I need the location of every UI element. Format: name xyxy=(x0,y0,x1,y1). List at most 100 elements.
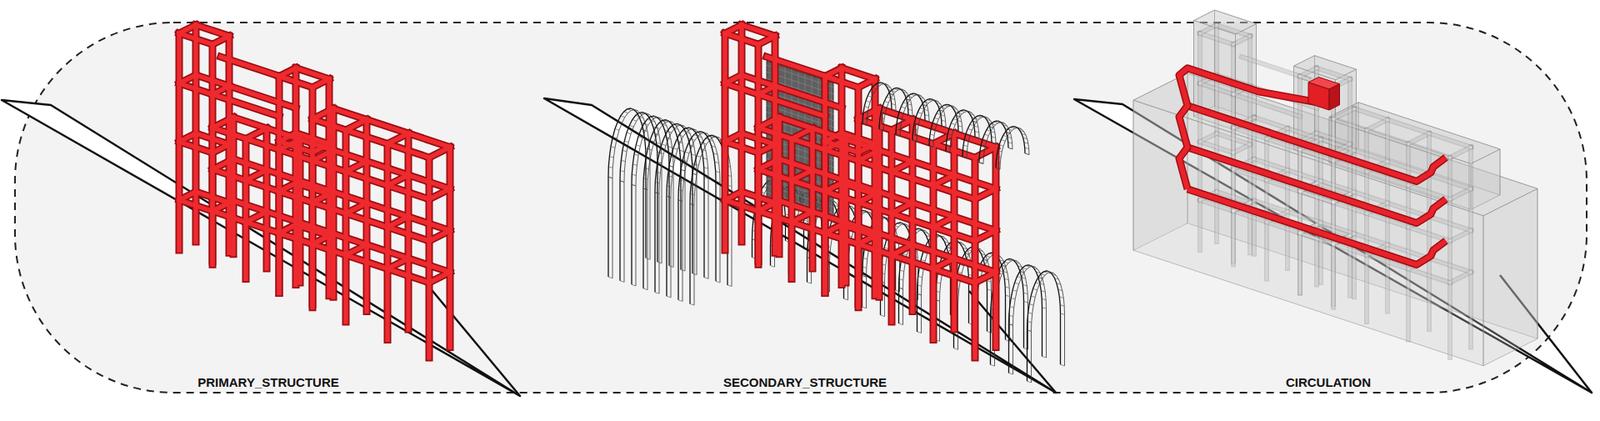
arch-mesh xyxy=(912,140,917,142)
arch-mesh xyxy=(920,107,925,110)
arch-mesh xyxy=(986,280,991,283)
member-fill xyxy=(179,25,450,358)
vertical-core xyxy=(1329,84,1340,110)
structure-member xyxy=(212,35,230,45)
structure-member xyxy=(975,189,996,200)
arch-mesh xyxy=(991,142,996,145)
arch-mesh xyxy=(844,298,849,300)
circulation-outline xyxy=(1187,105,1446,182)
arch-mesh xyxy=(882,105,887,108)
arch-mesh xyxy=(862,275,867,278)
structure-member xyxy=(245,211,267,223)
arch-mesh xyxy=(967,250,972,252)
member-outline xyxy=(1200,25,1471,358)
arch-mesh xyxy=(934,100,939,103)
arch-mesh xyxy=(910,94,915,96)
arch-mesh xyxy=(941,125,946,128)
structure-member xyxy=(245,211,267,223)
arch-mesh xyxy=(1021,277,1026,280)
arch-mesh xyxy=(870,91,875,94)
arch-mesh xyxy=(1025,147,1030,150)
structure-member xyxy=(312,191,334,203)
arch-mesh xyxy=(1058,289,1063,291)
structure-member xyxy=(725,191,742,200)
structure-member xyxy=(275,76,284,294)
arch-mesh xyxy=(652,133,657,135)
arch-mesh xyxy=(962,247,967,250)
arch-mesh xyxy=(1005,286,1010,289)
arch-mesh xyxy=(703,157,708,160)
structure-member xyxy=(429,189,450,200)
structure-member xyxy=(975,147,996,159)
structure-member xyxy=(725,141,759,153)
structure-member xyxy=(276,76,282,294)
arch-mesh xyxy=(963,145,968,147)
arch-mesh xyxy=(1003,135,1008,137)
arch-mesh xyxy=(626,132,631,135)
arch-mesh xyxy=(678,300,683,302)
arch-mesh xyxy=(1028,312,1033,315)
arch-mesh xyxy=(896,123,901,125)
arch-mesh xyxy=(884,247,889,250)
arch-mesh xyxy=(1027,380,1032,383)
structure-member xyxy=(1366,120,1388,131)
arch-mesh xyxy=(953,108,958,110)
structure-member xyxy=(179,75,196,84)
primary-structure-drawing xyxy=(179,25,450,358)
arch-mesh xyxy=(669,165,674,168)
arch-mesh xyxy=(920,229,925,231)
arch-mesh xyxy=(1060,305,1065,307)
structure-member xyxy=(1365,130,1369,322)
structure-member xyxy=(810,128,815,269)
arch-mesh xyxy=(986,119,991,121)
arch-rib xyxy=(666,127,705,296)
structure-member xyxy=(212,117,234,129)
structure-member xyxy=(212,169,430,241)
arch-mesh xyxy=(1003,125,1008,127)
arch-mesh xyxy=(890,98,895,100)
arch-mesh xyxy=(908,115,913,117)
structure-member xyxy=(1233,144,1250,153)
arch-mesh xyxy=(979,162,984,165)
arch-mesh xyxy=(635,115,640,118)
structure-member xyxy=(312,233,334,245)
structure-member xyxy=(993,147,999,348)
site-slope xyxy=(1,100,520,396)
arch-mesh xyxy=(891,90,896,93)
arch-mesh xyxy=(1027,330,1032,332)
arch-mesh xyxy=(655,127,660,130)
arch-mesh xyxy=(907,104,912,106)
arch-mesh xyxy=(894,88,899,90)
structure-member xyxy=(1241,56,1309,79)
arch-mesh xyxy=(865,100,870,103)
arch-mesh xyxy=(612,137,617,140)
structure-member xyxy=(1450,189,1471,200)
arch-mesh xyxy=(945,151,950,154)
arch-mesh xyxy=(1042,307,1047,310)
arch-mesh xyxy=(647,119,652,121)
structure-member xyxy=(1320,139,1323,283)
structure-member xyxy=(725,200,759,211)
structure-member xyxy=(429,147,450,159)
structure-member xyxy=(230,117,236,255)
circulation-drawing xyxy=(1133,10,1538,366)
structure-member xyxy=(429,230,450,242)
arch-rib xyxy=(643,120,681,289)
arch-mesh xyxy=(1010,297,1015,300)
arch-mesh xyxy=(975,130,980,133)
arch-mesh xyxy=(982,139,987,141)
arch-mesh xyxy=(666,185,671,188)
arch-mesh xyxy=(645,138,650,140)
structure-member xyxy=(179,25,196,34)
arch-mesh xyxy=(620,180,625,183)
arch-mesh xyxy=(958,125,963,128)
arch-mesh xyxy=(925,120,930,122)
arch-mesh xyxy=(930,134,935,136)
structure-member xyxy=(447,147,453,348)
arch-mesh xyxy=(970,114,975,116)
arch-mesh xyxy=(1001,265,1006,267)
arch-mesh xyxy=(680,125,685,127)
arch-mesh xyxy=(610,146,615,149)
structure-member xyxy=(387,258,409,270)
arch-mesh xyxy=(850,207,855,210)
